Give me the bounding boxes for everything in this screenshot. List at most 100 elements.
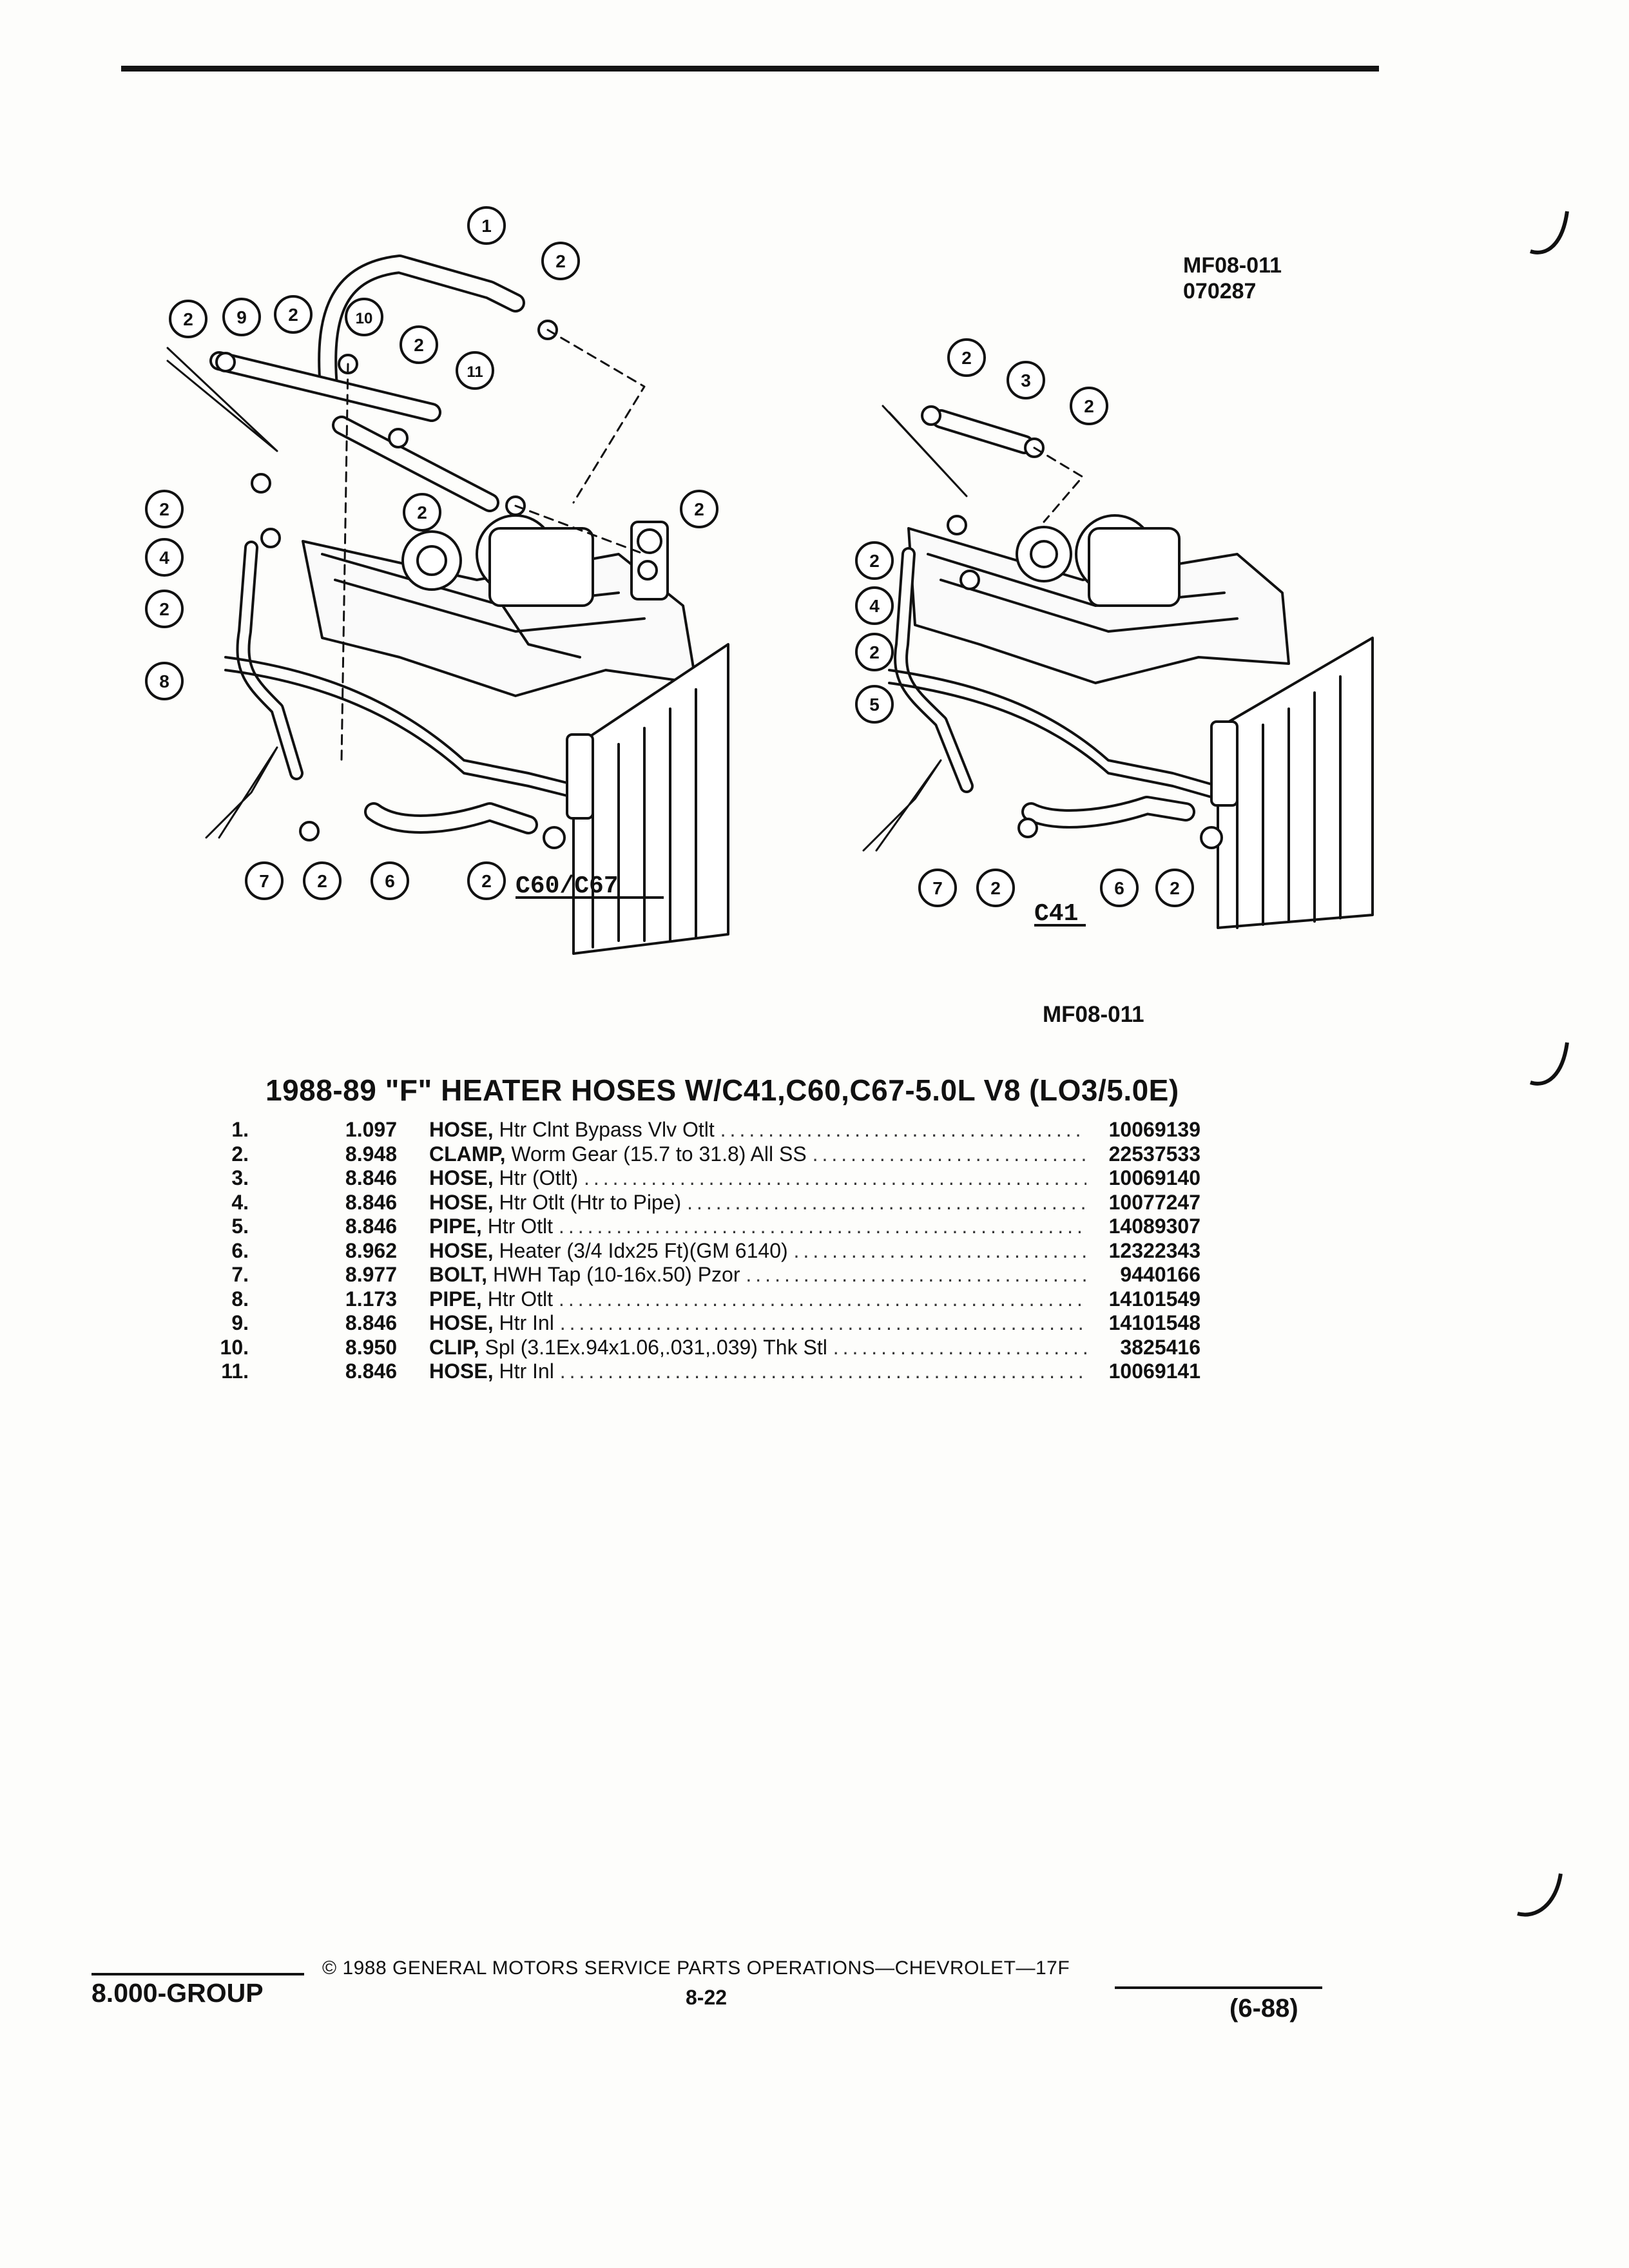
- part-detail: Heater (3/4 Idx25 Ft)(GM 6140): [499, 1238, 788, 1262]
- callout-2: 2: [680, 490, 718, 528]
- group-code: 1.173: [345, 1287, 397, 1311]
- svg-text:2: 2: [694, 499, 704, 519]
- svg-text:2: 2: [159, 599, 169, 619]
- svg-text:2: 2: [869, 551, 880, 571]
- callout-1: 1: [467, 206, 506, 245]
- svg-text:2: 2: [555, 251, 566, 271]
- svg-text:7: 7: [259, 871, 269, 891]
- part-detail: Htr Inl: [499, 1311, 554, 1334]
- leader-dots: ........................................…: [558, 1287, 1086, 1311]
- binder-mark-icon: [1530, 1042, 1569, 1086]
- leader-dots: ........................................…: [687, 1190, 1086, 1214]
- part-description: PIPE, Htr Otlt .........................…: [429, 1215, 1086, 1238]
- part-number: 10069140: [1108, 1166, 1200, 1189]
- part-number: 14101549: [1108, 1287, 1200, 1311]
- binder-mark-icon: [1530, 211, 1569, 255]
- svg-text:11: 11: [467, 363, 483, 381]
- part-detail: Worm Gear (15.7 to 31.8) All SS: [511, 1142, 807, 1166]
- callout-7: 7: [245, 861, 284, 900]
- svg-text:4: 4: [869, 596, 880, 616]
- leader-dots: ........................................…: [720, 1118, 1086, 1141]
- callout-2: 2: [1155, 869, 1194, 907]
- part-name: HOSE,: [429, 1118, 494, 1141]
- callout-2: 2: [145, 590, 184, 628]
- callout-9: 9: [222, 298, 261, 336]
- callout-5: 5: [855, 685, 894, 724]
- callout-6: 6: [371, 861, 409, 900]
- item-number: 11.: [221, 1360, 249, 1383]
- part-description: HOSE, Htr Otlt (Htr to Pipe) ...........…: [429, 1191, 1086, 1215]
- callout-2: 2: [541, 242, 580, 280]
- svg-text:2: 2: [990, 878, 1001, 898]
- svg-text:2: 2: [417, 503, 427, 523]
- svg-text:3: 3: [1021, 370, 1031, 390]
- part-name: CLIP,: [429, 1335, 479, 1359]
- group-code: 8.846: [345, 1360, 397, 1383]
- parts-row: 8. 1.173 PIPE, Htr Otlt ..................…: [205, 1287, 1210, 1312]
- part-detail: Htr Inl: [499, 1360, 554, 1383]
- svg-text:10: 10: [356, 310, 373, 327]
- binder-mark-icon: [1517, 1873, 1563, 1917]
- svg-text:6: 6: [385, 871, 395, 891]
- svg-text:5: 5: [869, 695, 880, 715]
- group-code: 8.962: [345, 1238, 397, 1262]
- callout-2: 2: [855, 541, 894, 580]
- leader-dots: ........................................…: [812, 1142, 1086, 1166]
- callout-3: 3: [1007, 361, 1045, 399]
- variant-label-left: C60/C67: [516, 872, 619, 900]
- diagram-reference: MF08-011 070287: [1183, 253, 1282, 304]
- part-detail: Htr Clnt Bypass Vlv Otlt: [499, 1118, 715, 1141]
- diagram-reference-code: MF08-011: [1183, 253, 1282, 278]
- callout-2: 2: [274, 295, 313, 334]
- illustration-code: MF08-011: [1043, 1002, 1144, 1027]
- item-number: 10.: [220, 1335, 249, 1359]
- leader-dots: ........................................…: [746, 1263, 1086, 1286]
- part-number: 3825416: [1120, 1335, 1200, 1359]
- svg-text:2: 2: [414, 335, 424, 355]
- part-number: 10077247: [1108, 1190, 1200, 1214]
- callout-2: 2: [303, 861, 342, 900]
- footer-rule-left: [92, 1973, 304, 1975]
- item-number: 2.: [231, 1142, 249, 1166]
- item-number: 9.: [231, 1311, 249, 1334]
- callout-7: 7: [918, 869, 957, 907]
- footer-group: 8.000-GROUP: [92, 1978, 264, 2008]
- footer-rule-right: [1115, 1986, 1322, 1989]
- svg-text:2: 2: [961, 348, 972, 368]
- item-number: 3.: [231, 1166, 249, 1189]
- footer-copyright: © 1988 GENERAL MOTORS SERVICE PARTS OPER…: [322, 1957, 1070, 1979]
- svg-text:2: 2: [1084, 396, 1094, 416]
- item-number: 1.: [231, 1118, 249, 1141]
- group-code: 8.846: [345, 1190, 397, 1214]
- group-code: 1.097: [345, 1118, 397, 1141]
- callout-2: 2: [169, 300, 207, 338]
- group-code: 8.977: [345, 1263, 397, 1286]
- group-code: 8.846: [345, 1215, 397, 1238]
- part-name: HOSE,: [429, 1238, 494, 1262]
- part-description: HOSE, Htr (Otlt) .......................…: [429, 1166, 1086, 1190]
- part-name: HOSE,: [429, 1311, 494, 1334]
- part-name: PIPE,: [429, 1215, 482, 1238]
- part-detail: Htr Otlt: [487, 1215, 554, 1238]
- item-number: 8.: [231, 1287, 249, 1311]
- variant-label-right: C41: [1034, 900, 1078, 928]
- svg-text:2: 2: [1170, 878, 1180, 898]
- part-description: HOSE, Htr Inl ..........................…: [429, 1311, 1086, 1335]
- callout-8: 8: [145, 662, 184, 700]
- footer-page-number: 8-22: [686, 1986, 728, 2009]
- part-detail: Htr (Otlt): [499, 1166, 579, 1189]
- svg-text:2: 2: [288, 305, 298, 325]
- callout-10: 10: [345, 298, 383, 336]
- part-description: PIPE, Htr Otlt .........................…: [429, 1287, 1086, 1311]
- part-description: CLIP, Spl (3.1Ex.94x1.06,.031,.039) Thk …: [429, 1336, 1086, 1360]
- part-number: 22537533: [1108, 1142, 1200, 1166]
- part-detail: Spl (3.1Ex.94x1.06,.031,.039) Thk Stl: [485, 1335, 827, 1359]
